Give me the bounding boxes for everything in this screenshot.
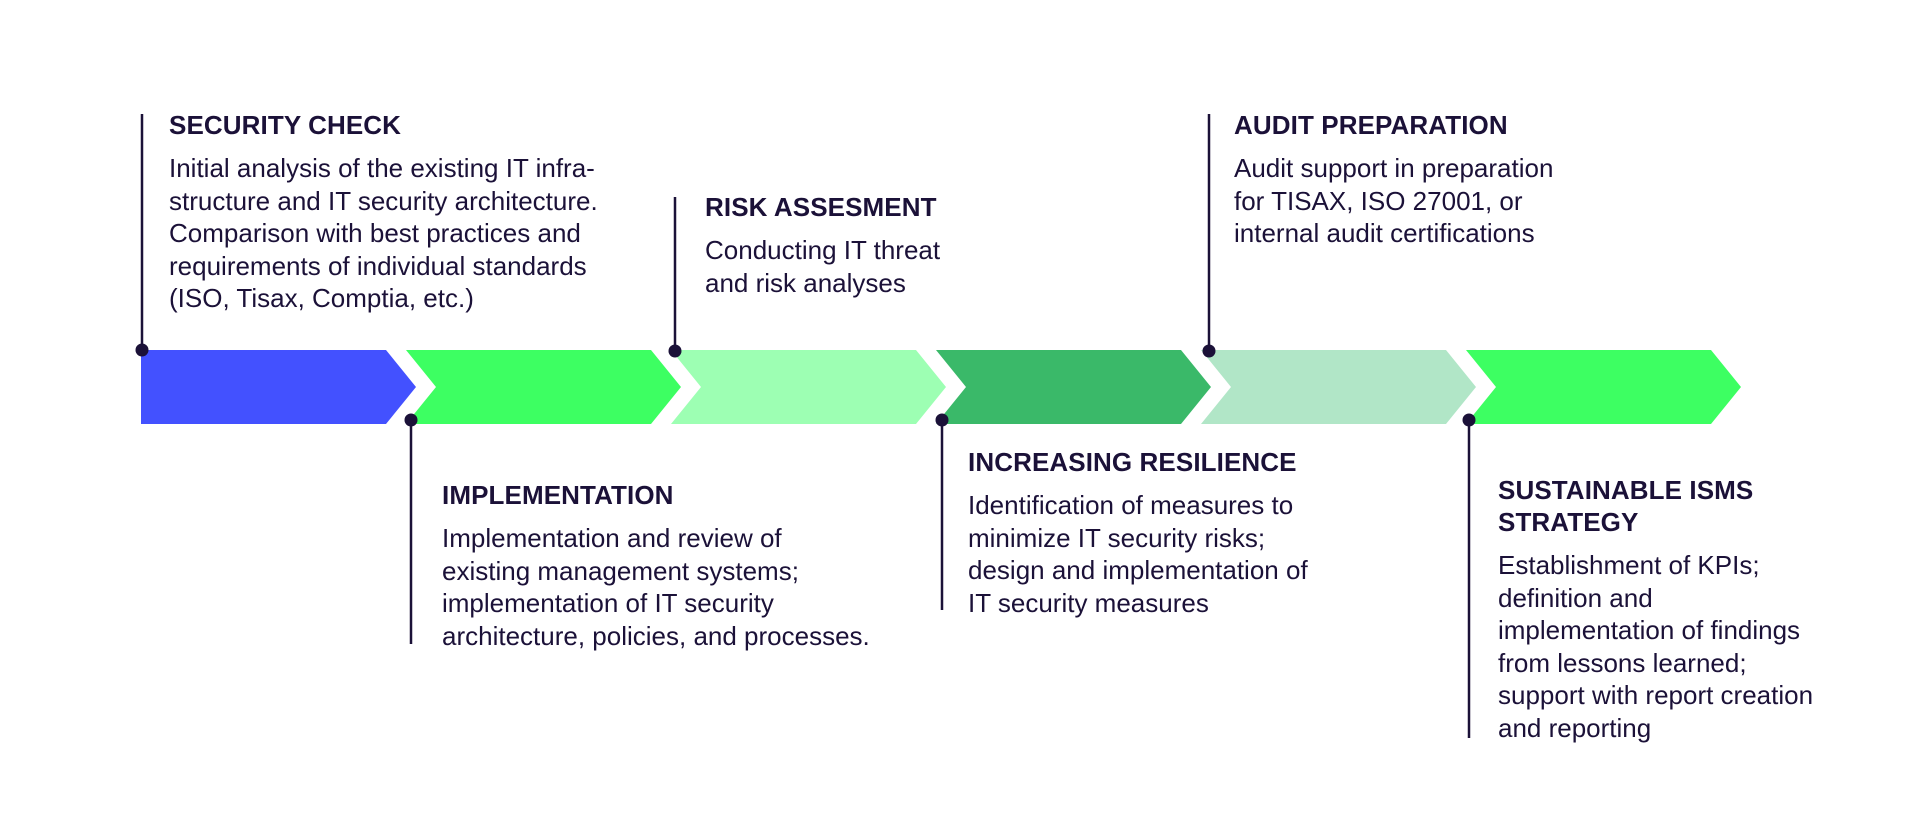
chevron-security-check [141,350,416,424]
chevron-implementation [406,350,681,424]
step-implementation: IMPLEMENTATION Implementation and review… [442,479,962,652]
step-title: AUDIT PREPARATION [1234,110,1508,140]
connector-dot-increasing-resilience [935,413,949,427]
chevron-audit-preparation [1201,350,1476,424]
step-security-check: SECURITY CHECK Initial analysis of the e… [169,109,689,315]
connector-dot-risk-assesment [668,344,682,358]
step-increasing-resilience: INCREASING RESILIENCE Identification of … [968,446,1448,619]
step-title: RISK ASSESMENT [705,192,937,222]
chevron-risk-assesment [671,350,946,424]
step-title: IMPLEMENTATION [442,480,674,510]
connector-dot-sustainable-isms-strategy [1462,413,1476,427]
connector-dot-implementation [404,413,418,427]
step-title: INCREASING RESILIENCE [968,447,1297,477]
step-title: SECURITY CHECK [169,110,402,140]
connector-dot-security-check [135,343,149,357]
chevron-increasing-resilience [936,350,1211,424]
step-audit-preparation: AUDIT PREPARATION Audit support in prepa… [1234,109,1654,250]
chevron-sustainable-isms-strategy [1466,350,1741,424]
connector-dot-audit-preparation [1202,344,1216,358]
step-description: Initial analysis of the existing IT infr… [169,153,598,313]
